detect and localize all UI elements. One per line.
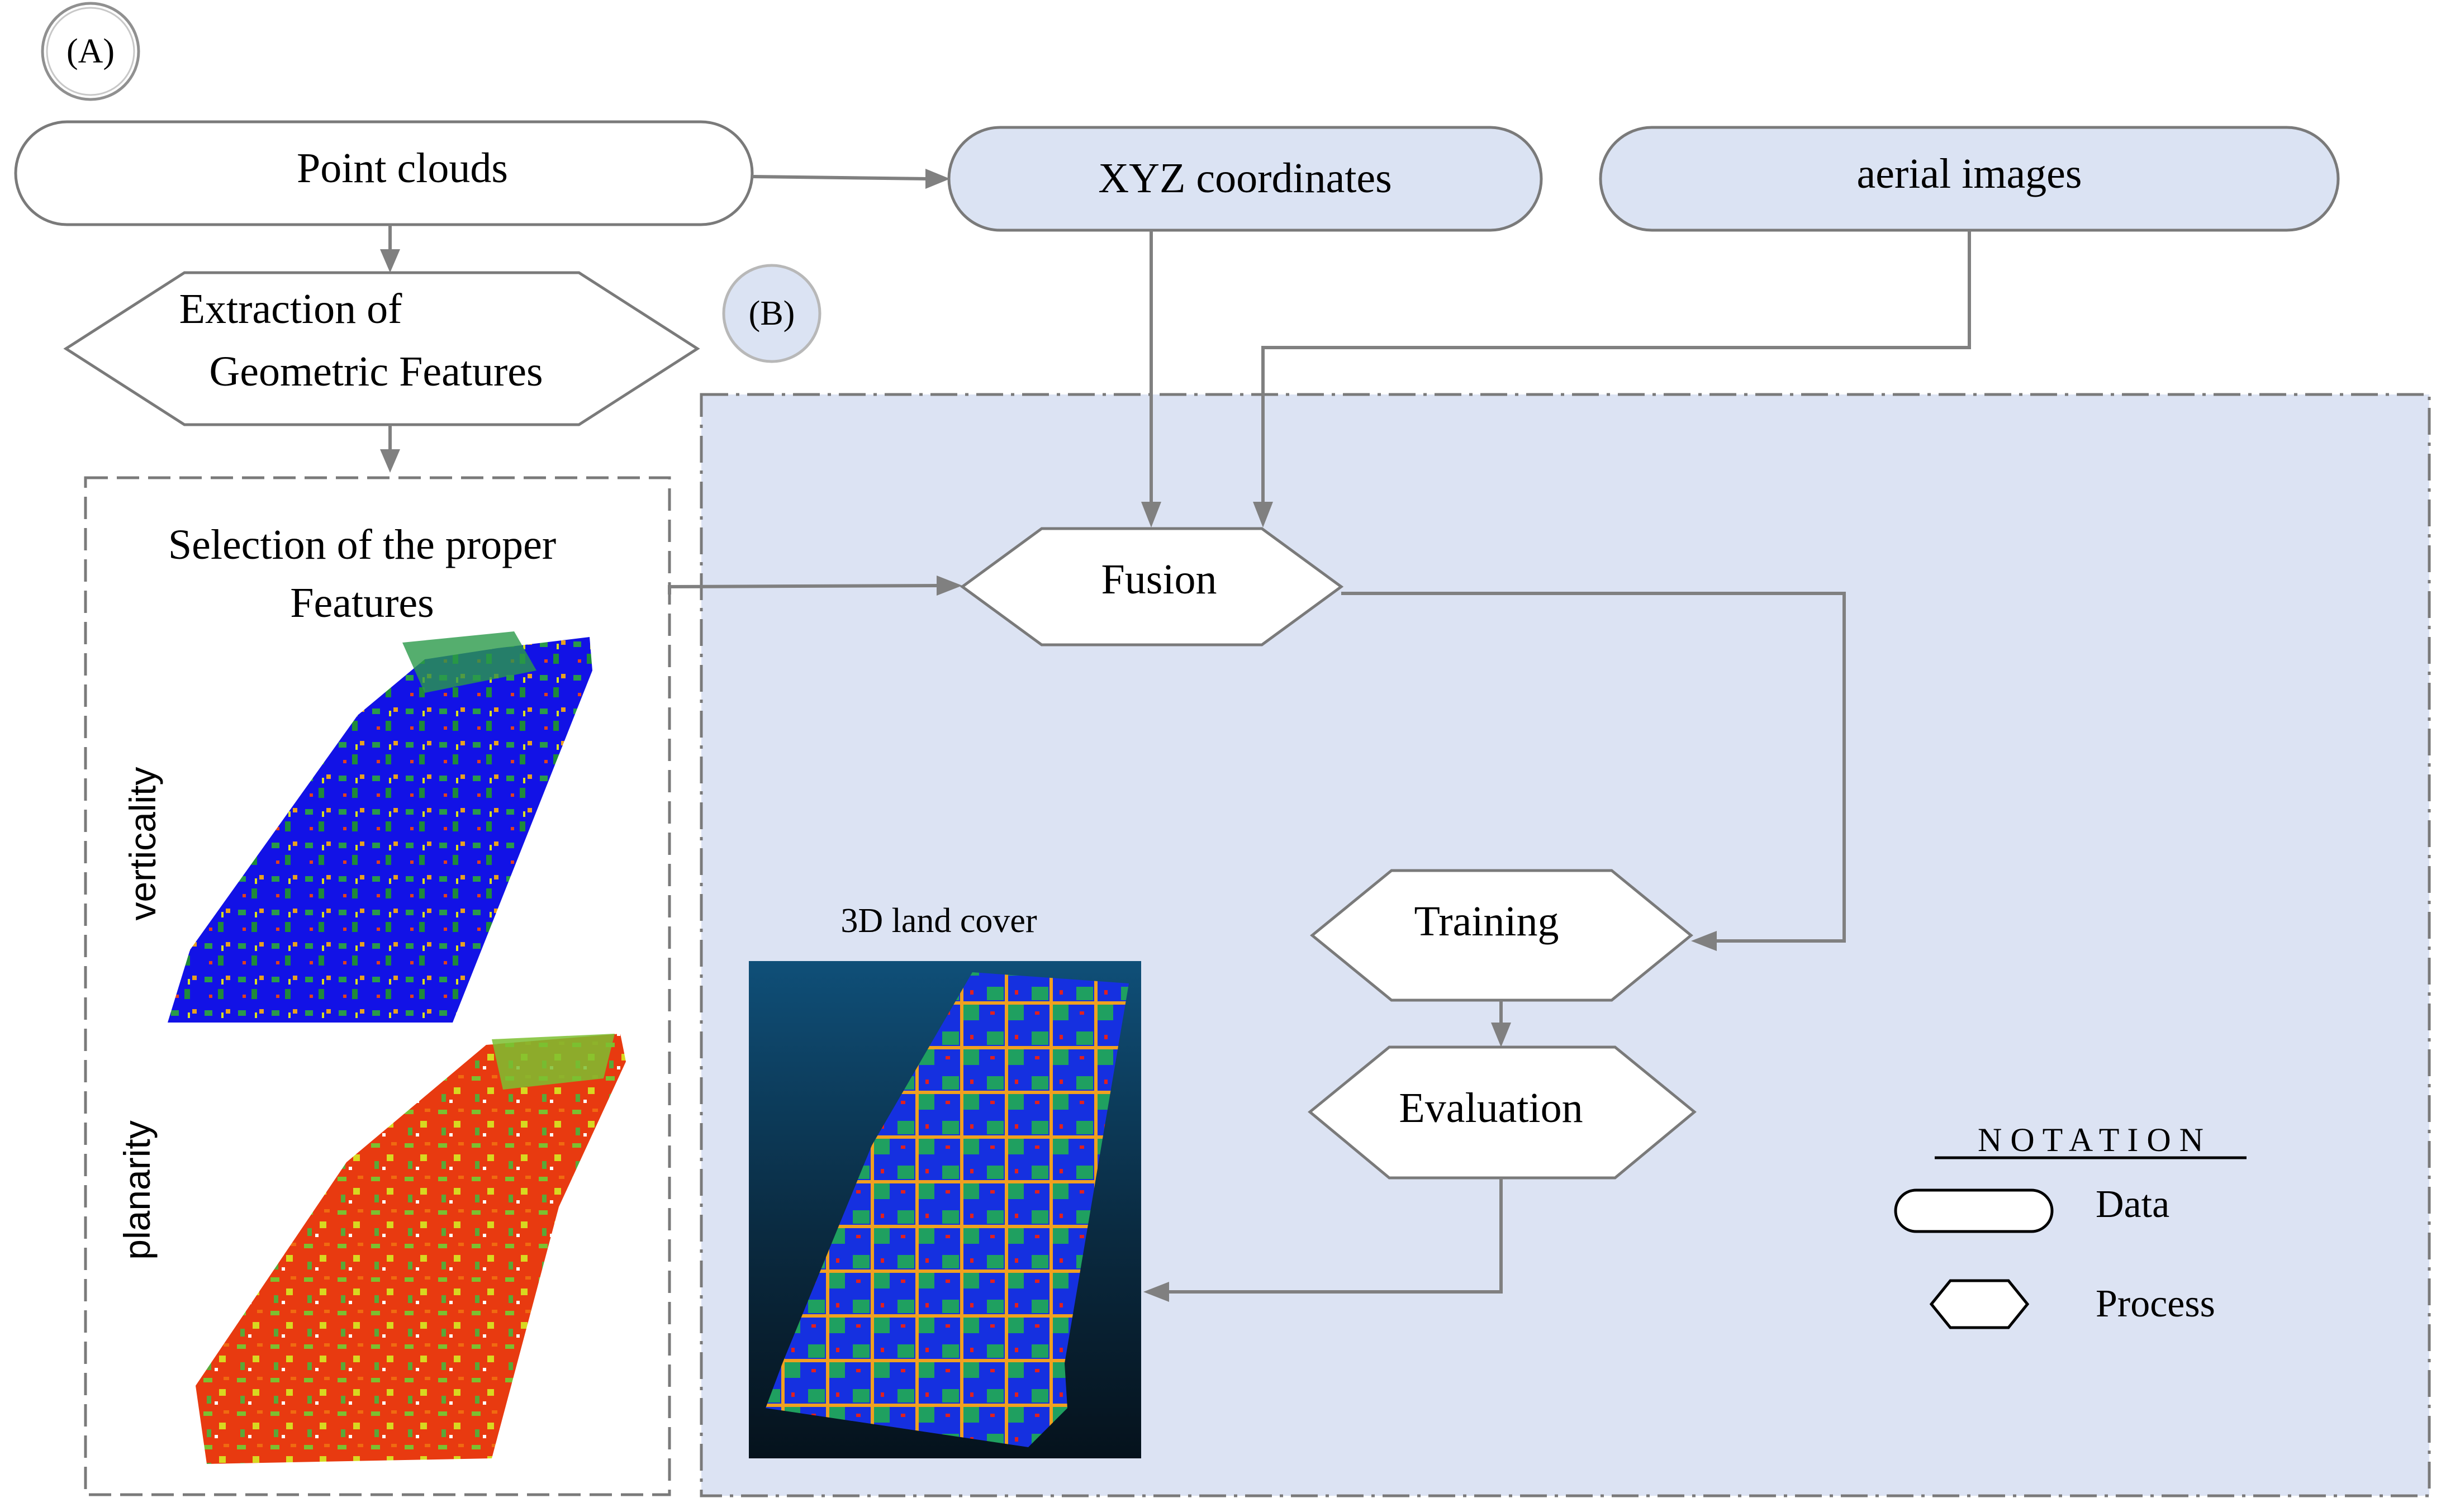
evaluation-node: Evaluation: [1308, 1045, 1697, 1180]
point-clouds-label: Point clouds: [297, 145, 508, 192]
training-node: Training: [1310, 869, 1693, 1002]
verticality-label: verticality: [122, 767, 163, 920]
planarity-image: [196, 1034, 626, 1464]
arrowhead-fusion-from-selection: [937, 576, 962, 596]
extraction-label-line1: Extraction of: [179, 286, 403, 332]
arrowhead-extraction: [380, 249, 400, 273]
notation-data-symbol: [1894, 1188, 2054, 1233]
edge-pointclouds-xyz: [752, 175, 928, 180]
connectors: [388, 175, 1971, 1294]
panel-a-text: (A): [67, 32, 115, 70]
selection-title-line1: Selection of the proper: [168, 521, 556, 568]
selection-title-line2: Features: [290, 579, 434, 626]
evaluation-label: Evaluation: [1399, 1085, 1583, 1131]
notation-data-label: Data: [2096, 1183, 2169, 1226]
edge-fusion-training: [1341, 592, 1846, 943]
verticality-image: [168, 631, 592, 1023]
aerial-images-label: aerial images: [1856, 150, 2082, 197]
panel-a-label: (A): [41, 2, 140, 101]
arrowhead-selection: [380, 449, 400, 473]
arrowhead-xyz: [925, 169, 950, 189]
notation-process-label: Process: [2096, 1282, 2215, 1325]
notation-title: N O T A T I O N: [1978, 1121, 2203, 1158]
arrowhead-fusion-from-xyz: [1141, 502, 1161, 527]
point-clouds-node: Point clouds: [14, 120, 754, 226]
xyz-coordinates-label: XYZ coordinates: [1098, 155, 1392, 202]
planarity-label: planarity: [116, 1120, 158, 1259]
panel-b-label: (B): [722, 264, 821, 363]
panel-b-text: (B): [749, 294, 795, 332]
edge-aerial-fusion: [1261, 230, 1971, 503]
notation-process-symbol: [1929, 1279, 2030, 1329]
fusion-node: Fusion: [960, 527, 1344, 646]
arrowhead-evaluation: [1491, 1023, 1511, 1047]
land-cover-title: 3D land cover: [840, 902, 1037, 940]
arrowhead-training: [1691, 931, 1717, 951]
extraction-label-line2: Geometric Features: [209, 348, 543, 395]
fusion-label: Fusion: [1101, 556, 1217, 603]
arrowheads: [380, 169, 1717, 1302]
edge-evaluation-landcover: [1168, 1178, 1503, 1294]
training-label: Training: [1414, 898, 1559, 945]
arrowhead-landcover: [1143, 1282, 1169, 1302]
extraction-node: Extraction of Geometric Features: [63, 271, 700, 426]
arrowhead-fusion-from-aerial: [1253, 502, 1273, 527]
edge-selection-fusion: [668, 584, 939, 595]
xyz-coordinates-node: XYZ coordinates: [947, 126, 1543, 232]
aerial-images-node: aerial images: [1599, 126, 2340, 232]
land-cover-image: [749, 961, 1141, 1458]
notation-legend: N O T A T I O N Data Process: [1894, 1121, 2247, 1329]
